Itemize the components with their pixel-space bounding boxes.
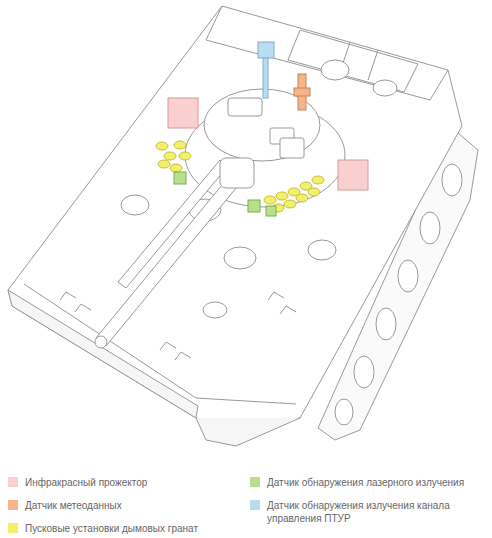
legend-text: Датчик метеоданных xyxy=(25,499,122,512)
legend-swatch xyxy=(8,500,18,510)
legend-text: Датчик обнаружения излучения канала упра… xyxy=(267,499,480,525)
legend-text: Пусковые установки дымовых гранат xyxy=(25,522,198,535)
legend-text: Инфракрасный прожектор xyxy=(25,476,147,489)
vehicle-illustration xyxy=(0,0,492,470)
legend-item: Инфракрасный прожектор xyxy=(8,476,228,489)
legend-swatch xyxy=(250,500,260,510)
legend-swatch xyxy=(8,523,18,533)
legend-text: Датчик обнаружения лазерного излучения xyxy=(267,476,464,489)
legend-swatch xyxy=(8,477,18,487)
legend-swatch xyxy=(250,477,260,487)
legend-item: Пусковые установки дымовых гранат xyxy=(8,522,238,535)
legend-item: Датчик обнаружения излучения канала упра… xyxy=(250,499,480,525)
legend-item: Датчик метеоданных xyxy=(8,499,228,512)
legend-item: Датчик обнаружения лазерного излучения xyxy=(250,476,480,489)
